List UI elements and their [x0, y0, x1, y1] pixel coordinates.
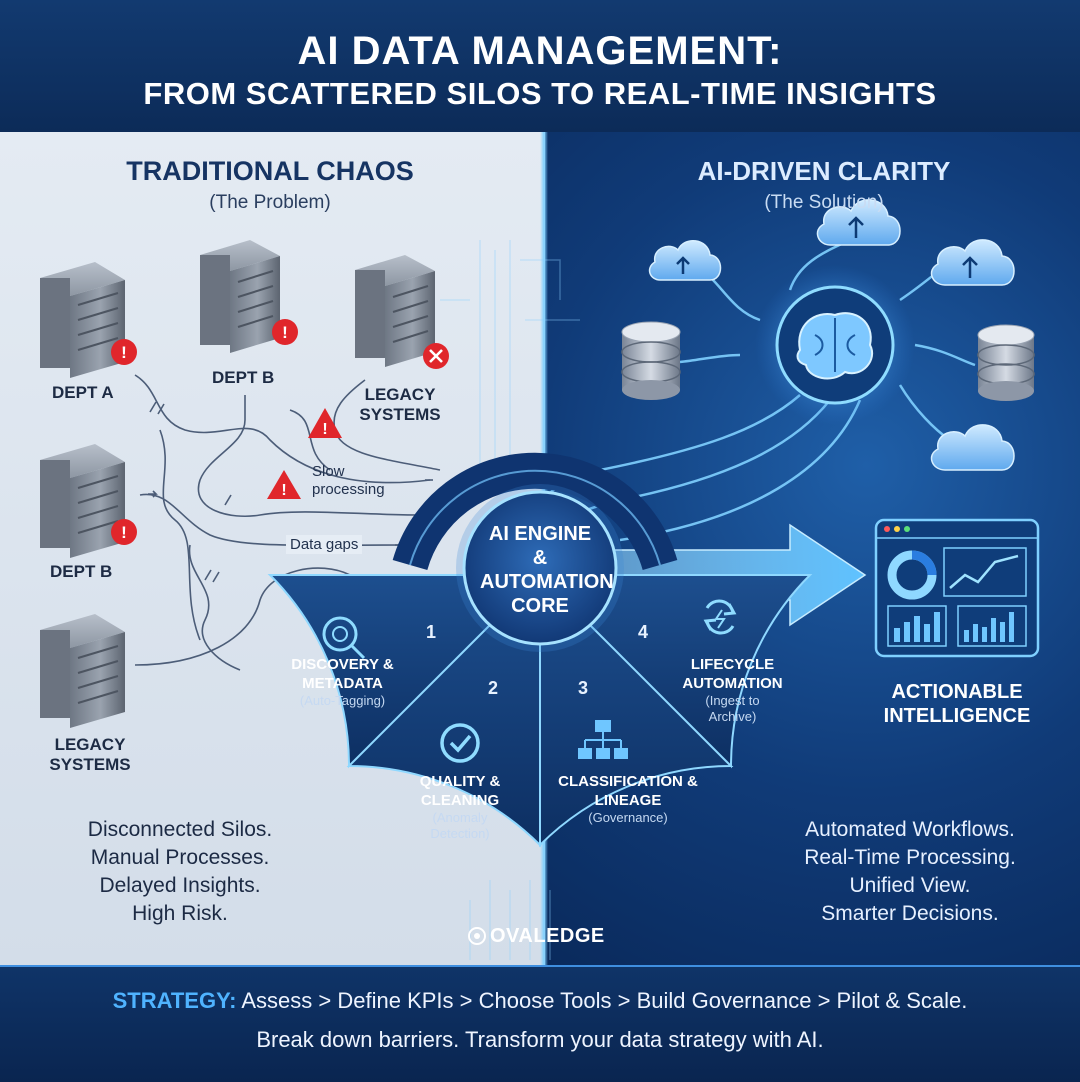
- segment-number: 4: [638, 622, 649, 642]
- alert-icon: !: [111, 339, 137, 365]
- server-dept-a: [40, 262, 125, 378]
- database-icon: [977, 324, 1035, 401]
- segment-title: QUALITY & CLEANING: [419, 773, 501, 809]
- right-title: AI-DRIVEN CLARITY: [697, 156, 951, 186]
- refresh-icon: [703, 599, 737, 635]
- left-title: TRADITIONAL CHAOS: [126, 156, 414, 186]
- server-dept-b-top: [200, 240, 280, 353]
- server-legacy-bottom: [40, 614, 125, 728]
- segment-lifecycle: [537, 574, 813, 769]
- solution-item: Unified View.: [849, 874, 971, 897]
- label-legacy-bottom: LEGACY SYSTEMS: [49, 735, 131, 774]
- segment-number: 2: [488, 678, 499, 698]
- server-legacy-top: [355, 255, 435, 367]
- segment-subtitle: (Governance): [588, 810, 668, 825]
- segment-number: 1: [426, 622, 437, 642]
- segment-title: DISCOVERY & METADATA: [291, 656, 394, 692]
- cloud-upload-icon: [816, 199, 901, 246]
- segment-classification-text: CLASSIFICATION & LINEAGE (Governance): [548, 772, 708, 826]
- issue-slow-processing: Slow processing: [312, 463, 385, 498]
- page-subtitle: FROM SCATTERED SILOS TO REAL-TIME INSIGH…: [143, 76, 937, 111]
- problem-summary: Disconnected Silos. Manual Processes. De…: [88, 816, 272, 928]
- solution-item: Automated Workflows.: [805, 818, 1015, 841]
- actionable-intelligence-label: ACTIONABLE INTELLIGENCE: [883, 681, 1031, 727]
- problem-item: High Risk.: [132, 902, 228, 925]
- label-dept-b-middle: DEPT B: [50, 562, 113, 581]
- issue-data-gaps: Data gaps: [286, 535, 363, 554]
- label-dept-b-top: DEPT B: [212, 368, 275, 387]
- server-dept-b-middle: [40, 444, 125, 558]
- page-title: AI DATA MANAGEMENT:: [297, 29, 783, 73]
- problem-item: Manual Processes.: [90, 846, 270, 869]
- svg-text:!: !: [322, 421, 327, 438]
- left-subtitle: (The Problem): [209, 192, 331, 213]
- strategy-line: STRATEGY: Assess > Define KPIs > Choose …: [0, 988, 1080, 1014]
- warning-triangle-icon: !: [267, 470, 301, 499]
- strategy-label: STRATEGY:: [112, 988, 237, 1013]
- segment-quality-text: QUALITY & CLEANING (Anomaly Detection): [400, 772, 520, 842]
- segment-title: LIFECYCLE AUTOMATION: [682, 656, 783, 692]
- error-x-icon: [423, 343, 449, 369]
- segment-classification: [539, 572, 734, 848]
- segment-lifecycle-text: LIFECYCLE AUTOMATION (Ingest to Archive): [670, 655, 795, 725]
- footer-banner: [0, 965, 1080, 1082]
- svg-text:!: !: [282, 323, 288, 342]
- broken-link-marks: [148, 401, 433, 583]
- segment-subtitle: (Auto-Tagging): [299, 693, 386, 708]
- svg-text:!: !: [121, 343, 127, 362]
- warning-triangle-icon: !: [308, 408, 342, 438]
- tagline: Break down barriers. Transform your data…: [256, 1027, 824, 1052]
- segment-number: 3: [578, 678, 589, 698]
- magnifier-icon: [322, 616, 366, 660]
- alert-icon: !: [111, 519, 137, 545]
- hierarchy-icon: [578, 720, 628, 759]
- cloud-icon: [930, 424, 1015, 471]
- segment-title: CLASSIFICATION & LINEAGE: [558, 773, 698, 809]
- problem-item: Delayed Insights.: [99, 874, 261, 897]
- right-subtitle: (The Solution): [764, 192, 884, 213]
- cloud-upload-icon: [930, 239, 1015, 286]
- segment-subtitle: (Ingest to Archive): [705, 693, 760, 724]
- circuit-traces: [440, 240, 580, 960]
- problem-item: Disconnected Silos.: [87, 818, 273, 841]
- label-dept-a: DEPT A: [52, 383, 114, 402]
- check-circle-icon: [440, 723, 480, 763]
- ovaledge-logo-icon: [468, 927, 486, 945]
- solution-item: Smarter Decisions.: [821, 902, 999, 925]
- segment-subtitle: (Anomaly Detection): [430, 810, 490, 841]
- alert-icon: !: [272, 319, 298, 345]
- core-circle: [462, 490, 618, 646]
- solution-summary: Automated Workflows. Real-Time Processin…: [804, 816, 1016, 928]
- label-legacy-top: LEGACY SYSTEMS: [359, 385, 441, 424]
- segment-discovery-text: DISCOVERY & METADATA (Auto-Tagging): [280, 655, 405, 709]
- brand-name: OVALEDGE: [490, 925, 605, 947]
- svg-text:!: !: [121, 523, 127, 542]
- header-banner: AI DATA MANAGEMENT: FROM SCATTERED SILOS…: [0, 0, 1080, 132]
- solution-item: Real-Time Processing.: [804, 846, 1016, 869]
- segment-quality: [346, 572, 541, 848]
- core-label: AI ENGINE & AUTOMATION CORE: [480, 523, 614, 617]
- database-icon: [621, 321, 681, 400]
- segment-discovery: [267, 574, 543, 769]
- strategy-steps: Assess > Define KPIs > Choose Tools > Bu…: [241, 988, 968, 1013]
- svg-text:!: !: [281, 482, 286, 499]
- cloud-upload-icon: [648, 240, 722, 281]
- brain-icon: [775, 285, 895, 405]
- dashboard-icon: [874, 518, 1040, 658]
- process-wheel: [267, 572, 813, 848]
